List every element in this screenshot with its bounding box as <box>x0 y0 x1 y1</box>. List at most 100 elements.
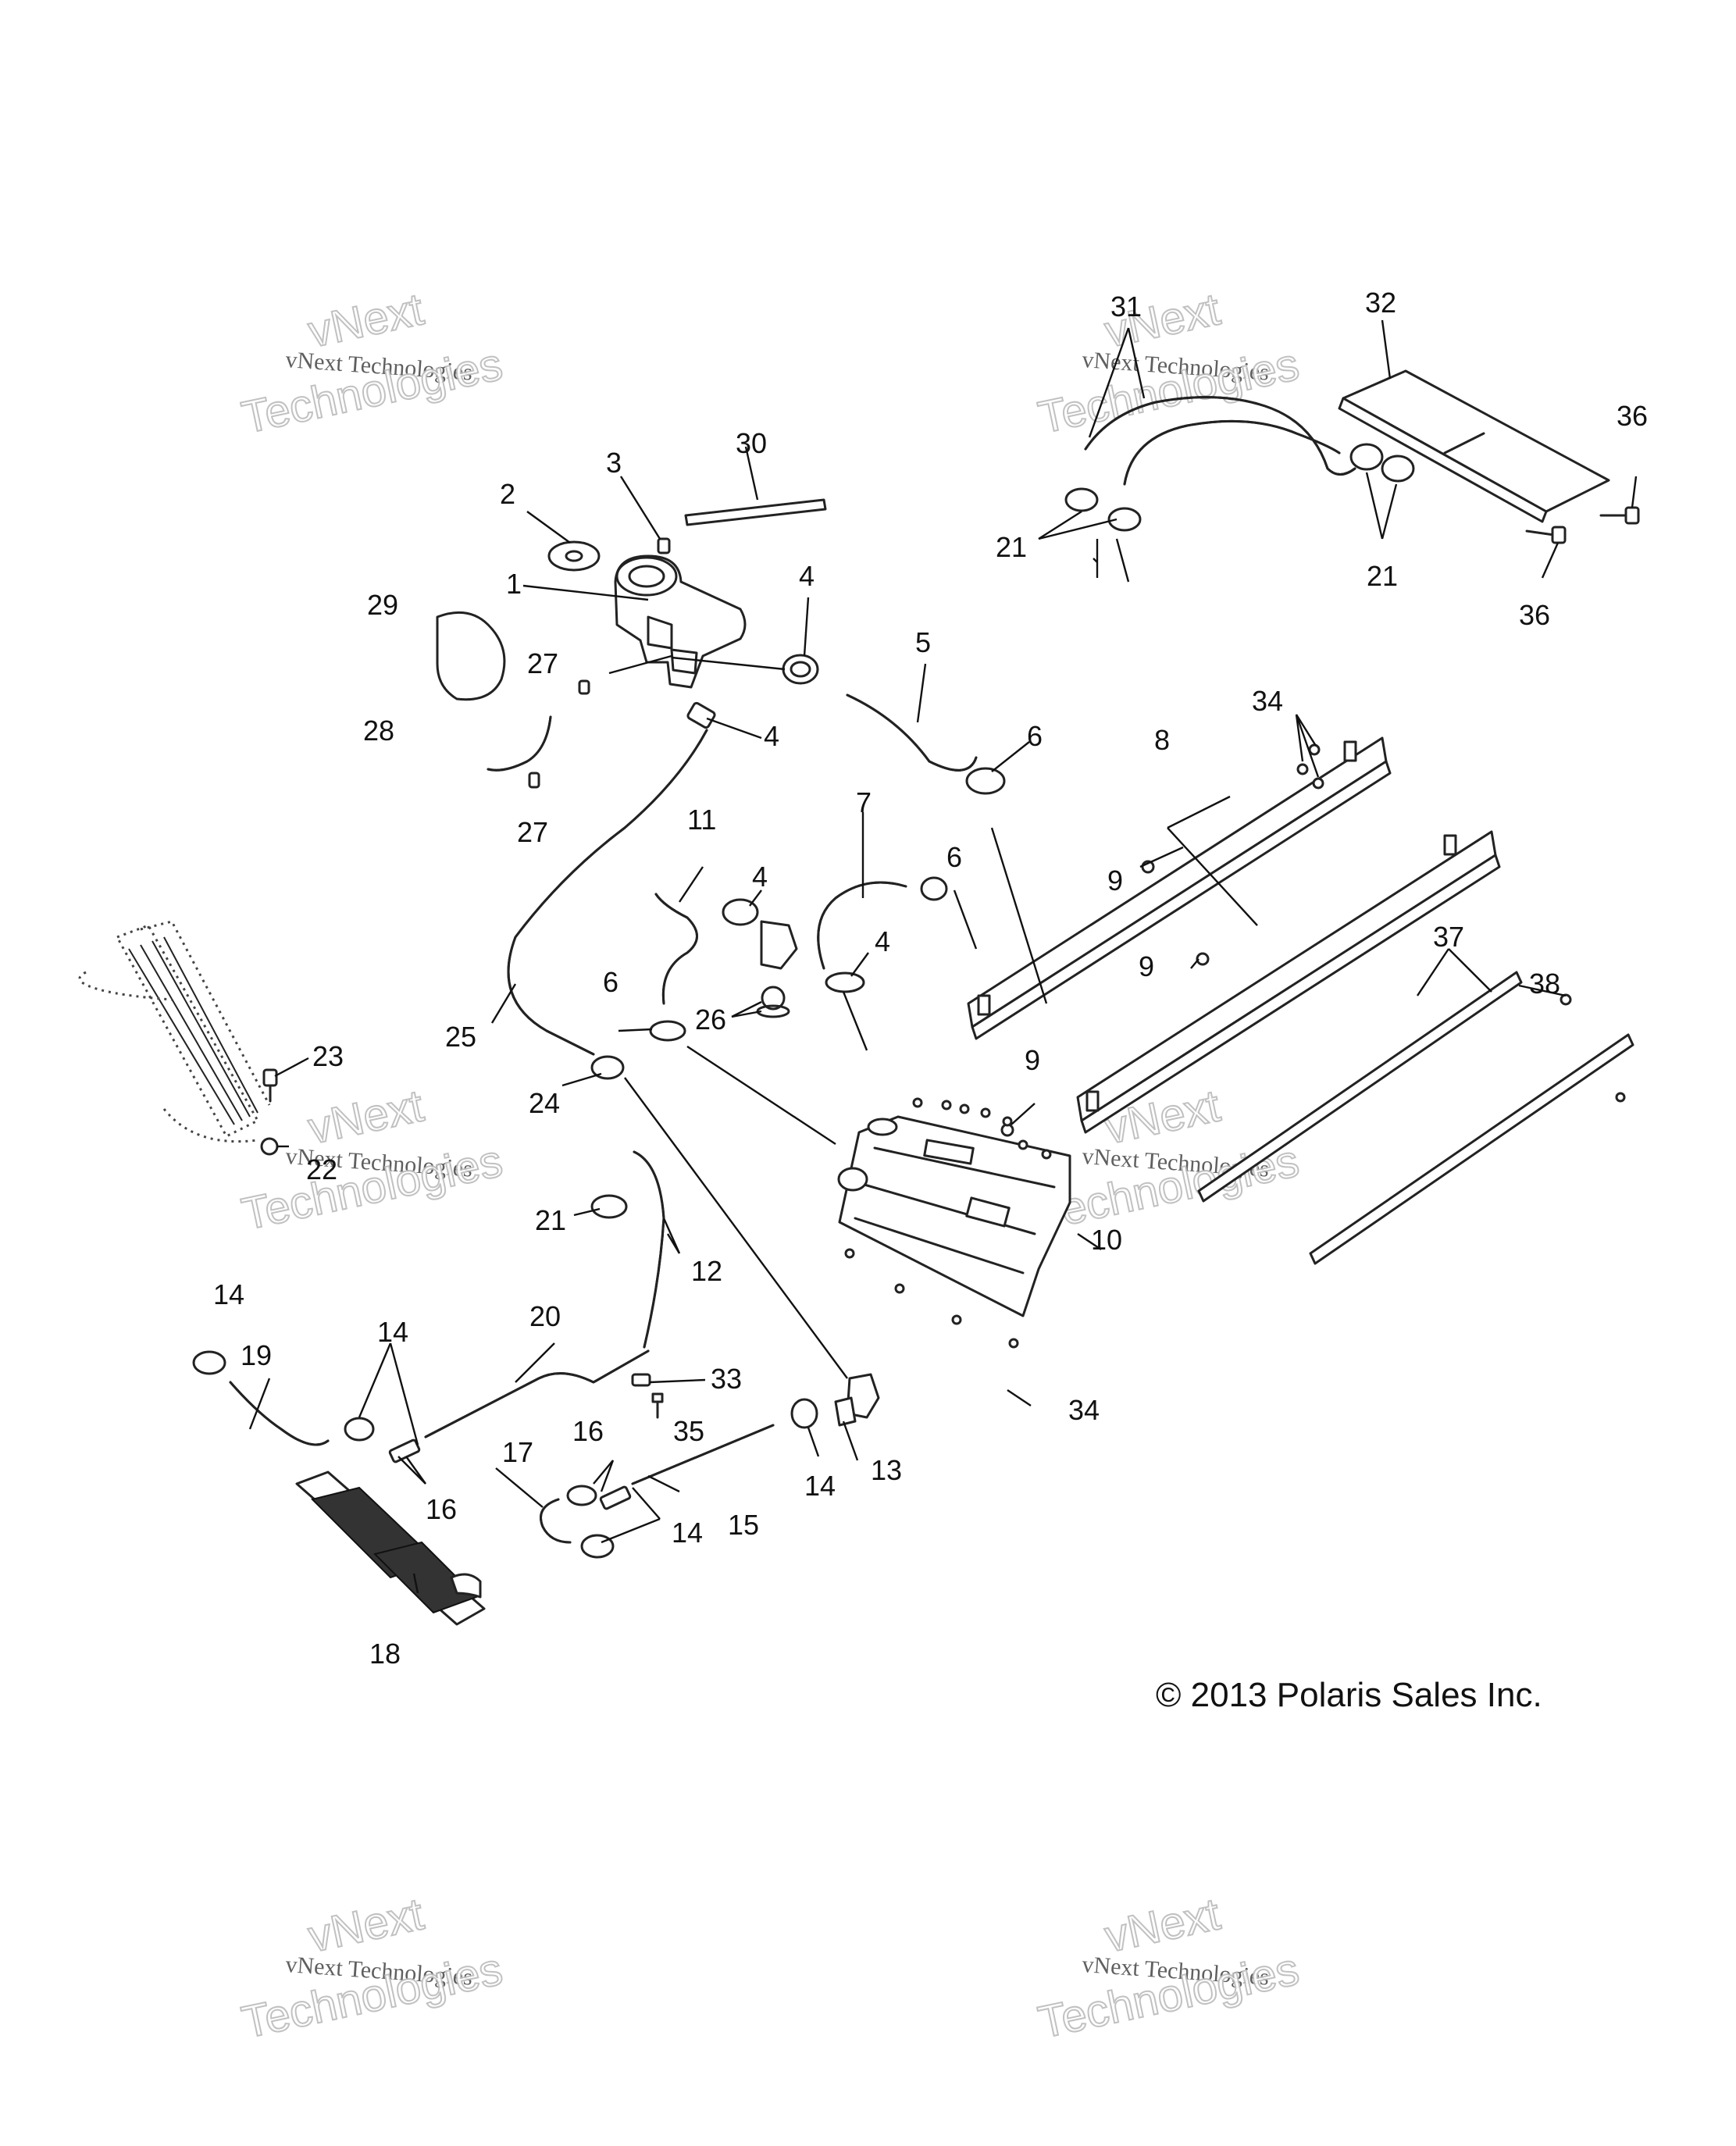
watermark-top-right: vNext vNext Technologies Technologies <box>1033 283 1304 444</box>
part-34-screw-a <box>1296 763 1309 775</box>
callout-8: 8 <box>1154 724 1170 756</box>
part-21-clamp-a <box>1064 487 1099 512</box>
callout-25: 25 <box>445 1021 476 1053</box>
callout-6b: 6 <box>946 841 962 873</box>
callout-9a: 9 <box>1107 864 1123 897</box>
part-1-reservoir <box>614 554 747 689</box>
part-20-pipe <box>424 1349 650 1438</box>
part-38-screw <box>1560 993 1572 1006</box>
part-11-hose <box>654 893 698 1005</box>
callout-17: 17 <box>502 1436 533 1468</box>
part-10-radiator <box>837 1115 1071 1317</box>
callout-14d: 14 <box>672 1517 703 1549</box>
part-14-clamp-a <box>192 1350 226 1375</box>
callout-2: 2 <box>500 478 515 510</box>
part-27-fitting-lower <box>528 772 540 789</box>
part-21-clamp-b <box>1107 507 1142 532</box>
callout-15: 15 <box>728 1509 759 1541</box>
part-21-clamp-c <box>1349 443 1384 471</box>
callout-6c: 6 <box>603 966 618 998</box>
callout-27b: 27 <box>517 816 548 848</box>
part-21-clamp-lower <box>590 1194 628 1219</box>
part-37-strip-lower <box>1309 1033 1634 1265</box>
part-26-thermostat <box>756 986 790 1018</box>
part-33-clip <box>631 1373 651 1387</box>
callout-21c: 21 <box>535 1204 566 1236</box>
part-18-heat-exchanger <box>295 1470 486 1626</box>
part-36-bolt-a <box>1599 506 1640 525</box>
part-7-hose <box>817 881 907 970</box>
callout-34b: 34 <box>1068 1394 1100 1426</box>
callout-13: 13 <box>871 1454 902 1486</box>
callout-36b: 36 <box>1519 599 1550 631</box>
copyright-notice: © 2013 Polaris Sales Inc. <box>1156 1676 1542 1714</box>
callout-12: 12 <box>691 1255 722 1287</box>
part-31-hose-b <box>1123 419 1341 486</box>
part-14-clamp-b <box>344 1417 375 1442</box>
part-34-screw-c <box>1308 743 1321 756</box>
callout-23: 23 <box>312 1040 344 1072</box>
part-6-clamp-c <box>649 1020 686 1042</box>
callout-1: 1 <box>506 568 522 600</box>
watermark-bottom-left: vNext vNext Technologies Technologies <box>237 1888 508 2048</box>
part-21-clamp-d <box>1381 455 1415 483</box>
watermark-bottom-right: vNext vNext Technologies Technologies <box>1033 1888 1304 2048</box>
callout-27a: 27 <box>527 647 558 679</box>
part-4-clamp-d <box>825 971 865 993</box>
watermark-top-left: vNext vNext Technologies Technologies <box>237 283 508 444</box>
callout-18: 18 <box>369 1638 401 1670</box>
part-heat-exchanger-dotted <box>78 920 271 1143</box>
part-14-clamp-c <box>790 1398 818 1429</box>
part-17-hose <box>540 1498 572 1544</box>
callout-9c: 9 <box>1025 1044 1040 1076</box>
callout-14a: 14 <box>213 1278 244 1310</box>
part-12-hose <box>633 1150 665 1349</box>
callout-37: 37 <box>1433 921 1464 953</box>
callout-14c: 14 <box>804 1470 836 1502</box>
callout-21b: 21 <box>1367 560 1398 592</box>
callout-21a: 21 <box>996 531 1027 563</box>
callout-22: 22 <box>306 1153 337 1185</box>
part-27-fitting-upper <box>578 679 590 695</box>
callout-5: 5 <box>915 626 931 658</box>
part-5-hose <box>846 693 978 772</box>
svg-text:vNext: vNext <box>304 1888 428 1962</box>
watermark-mid-left: vNext vNext Technologies Technologies <box>237 1079 508 1240</box>
part-screw-radiator-group <box>844 1097 1052 1349</box>
callout-14b: 14 <box>377 1316 408 1348</box>
part-19-hose <box>229 1381 330 1446</box>
part-29-shield <box>436 611 506 701</box>
part-9-screw-b <box>1196 952 1210 966</box>
part-15-pipe <box>631 1424 775 1485</box>
part-16-fitting-a <box>388 1438 421 1463</box>
svg-text:vNext: vNext <box>1100 1888 1224 1962</box>
part-8-channel-upper <box>967 736 1392 1040</box>
callout-32: 32 <box>1365 287 1396 319</box>
part-38-screw-b <box>1615 1092 1626 1103</box>
part-14-clamp-d <box>566 1485 597 1506</box>
part-22-nut <box>260 1137 279 1156</box>
part-8-channel-lower <box>1076 830 1501 1134</box>
callout-30: 30 <box>736 427 767 459</box>
part-4-clamp-c <box>722 898 759 926</box>
callout-38: 38 <box>1529 968 1560 1000</box>
part-24-clamp <box>590 1055 625 1080</box>
callout-24: 24 <box>529 1087 560 1119</box>
part-4-clamp-a <box>782 654 819 685</box>
part-35-bolt <box>651 1392 664 1419</box>
part-6-clamp-b <box>920 876 948 901</box>
part-16-fitting-b <box>599 1485 632 1510</box>
callout-36a: 36 <box>1617 400 1648 432</box>
callout-33: 33 <box>711 1363 742 1395</box>
part-3-fitting <box>657 537 671 554</box>
part-thermostat-housing <box>760 920 798 970</box>
part-6-clamp-a <box>965 767 1006 795</box>
callout-9b: 9 <box>1139 950 1154 982</box>
part-34-screw-b <box>1312 777 1324 790</box>
callout-28: 28 <box>363 715 394 747</box>
leader-lines <box>248 319 1638 1594</box>
part-4-clamp-b <box>686 701 716 729</box>
callout-10: 10 <box>1091 1224 1122 1256</box>
part-36-bolt-b <box>1525 526 1567 544</box>
